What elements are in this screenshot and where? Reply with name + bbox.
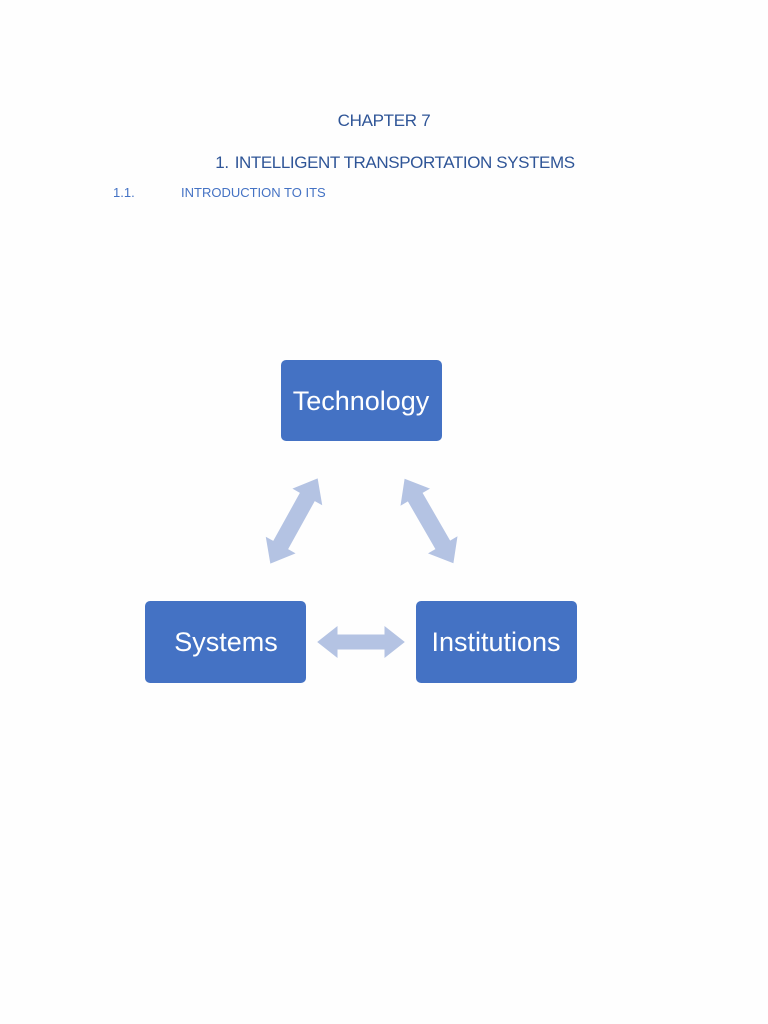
double-arrow-technology-systems <box>265 478 323 564</box>
node-systems: Systems <box>145 601 306 683</box>
node-technology-label: Technology <box>293 386 430 416</box>
node-systems-label: Systems <box>174 627 278 657</box>
node-technology: Technology <box>281 360 442 441</box>
section-title: INTELLIGENT TRANSPORTATION SYSTEMS <box>234 153 575 172</box>
double-arrow-technology-institutions <box>400 478 458 564</box>
node-institutions: Institutions <box>416 601 577 683</box>
subsection-number: 1.1. <box>113 185 135 200</box>
section-number: 1. <box>215 153 229 172</box>
double-arrow-systems-institutions <box>317 625 405 659</box>
node-institutions-label: Institutions <box>431 627 560 657</box>
section-heading: 1. INTELLIGENT TRANSPORTATION SYSTEMS <box>0 153 768 173</box>
chapter-title: CHAPTER 7 <box>337 111 431 130</box>
subsection-title: INTRODUCTION TO ITS <box>181 185 326 200</box>
